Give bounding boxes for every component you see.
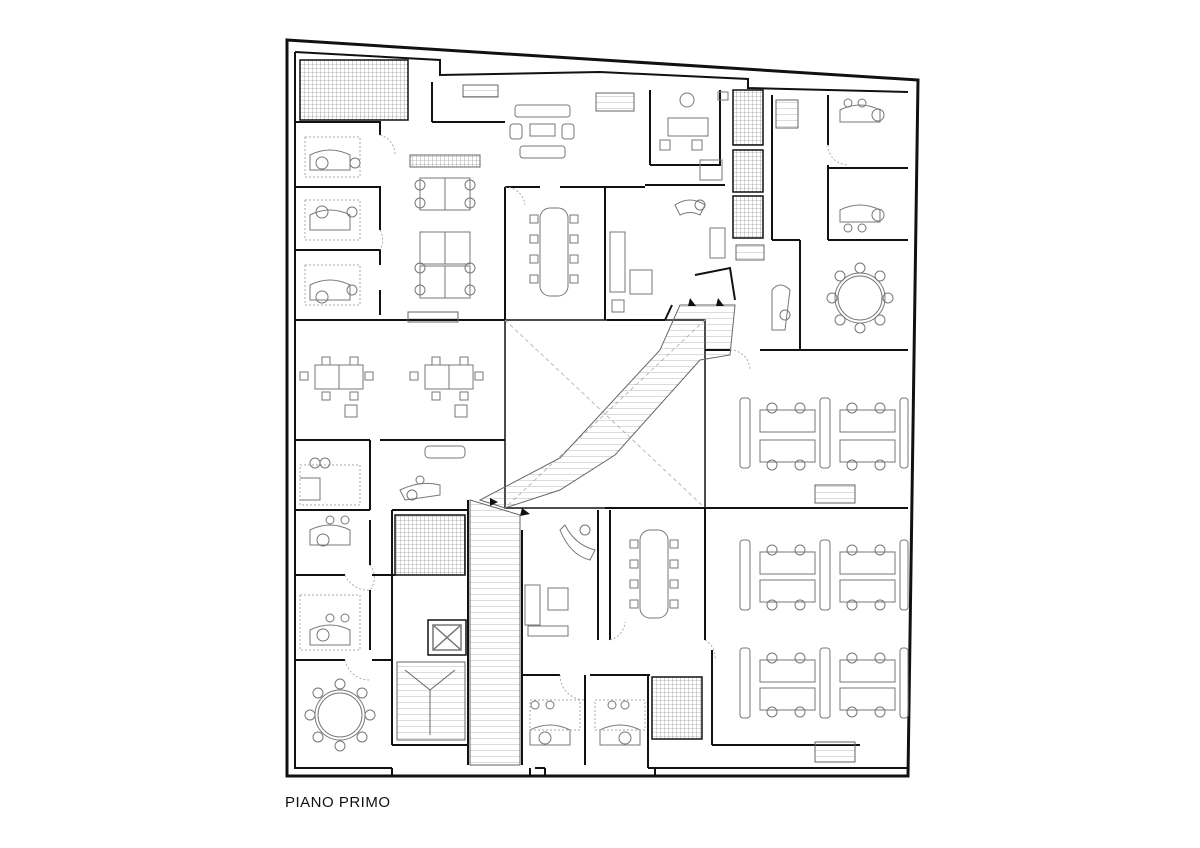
- elevator: [427, 619, 467, 656]
- round-meeting-table-bottom-left: [304, 678, 376, 752]
- atrium-entrance: [664, 266, 736, 321]
- lounge-area: [462, 84, 635, 159]
- drawing-title: PIANO PRIMO: [285, 794, 391, 811]
- left-office-desks-bottom: [299, 457, 361, 651]
- hatched-shaft-left: [394, 514, 466, 576]
- reception-top: [605, 186, 726, 321]
- door-swings: [344, 134, 849, 701]
- service-stair-bottom-left: [396, 661, 466, 741]
- main-stair: [478, 298, 736, 516]
- reception-left-mid: [392, 445, 468, 511]
- executive-office: [645, 90, 725, 186]
- open-office-left-mid: [299, 356, 484, 418]
- service-shafts-top: [732, 89, 765, 261]
- hatched-shaft-bottom: [651, 676, 703, 740]
- office-desks-top-left: [304, 136, 361, 306]
- meeting-room-top: [504, 186, 606, 320]
- right-offices-top: [705, 95, 908, 351]
- open-office-right-top: [705, 397, 909, 509]
- outer-walls: [285, 38, 920, 778]
- left-offices-bottom: [295, 440, 468, 746]
- reception-bottom: [524, 524, 596, 637]
- round-meeting-table-top-right: [826, 262, 894, 334]
- executive-desk: [659, 91, 729, 181]
- lower-small-offices: [529, 699, 646, 746]
- hatched-shaft-top-left: [299, 59, 409, 121]
- open-office-top-left: [407, 82, 505, 323]
- meeting-room-bottom: [629, 529, 679, 619]
- open-office-right-bottom: [711, 539, 909, 763]
- lower-middle-rooms: [522, 507, 706, 768]
- right-office-desks-top: [771, 98, 885, 331]
- lower-stair-run: [467, 499, 523, 766]
